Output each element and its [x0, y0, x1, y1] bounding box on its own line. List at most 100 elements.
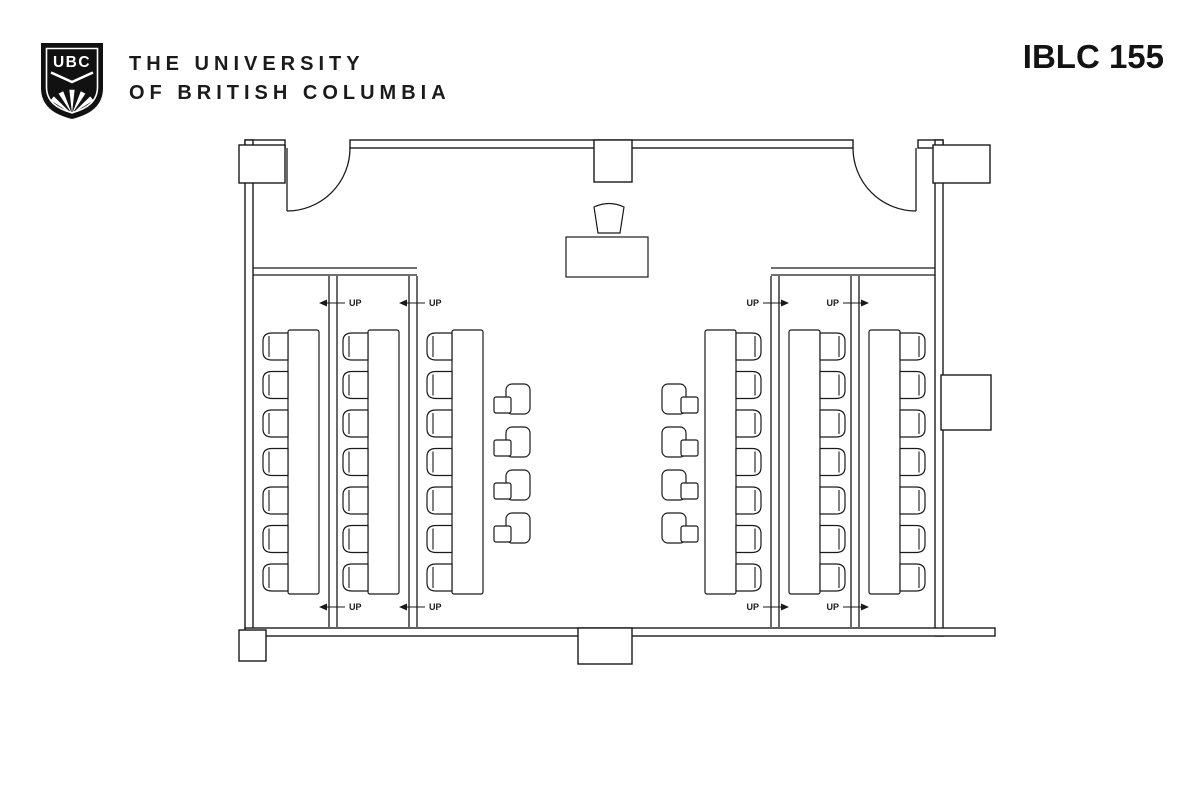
columns	[238, 139, 992, 665]
tablet-chair	[661, 426, 699, 458]
chair	[899, 524, 926, 554]
up-marker: UP	[826, 298, 869, 308]
doors	[286, 147, 917, 212]
chair-seat	[735, 486, 762, 515]
door-right	[852, 147, 917, 212]
chair-seat	[426, 486, 453, 515]
chair-seat	[899, 447, 926, 477]
chair	[262, 332, 289, 361]
chair	[735, 409, 762, 438]
table	[451, 329, 484, 595]
chair-seat	[899, 524, 926, 554]
up-label: UP	[826, 602, 839, 612]
chair-seat	[899, 332, 926, 361]
chair	[819, 563, 846, 592]
chair	[899, 409, 926, 438]
tablet-arm	[680, 482, 699, 500]
chair	[819, 486, 846, 515]
chair-seat	[735, 370, 762, 400]
chair-seat	[426, 524, 453, 554]
chair-seat	[426, 370, 453, 400]
up-arrow-head	[781, 603, 789, 611]
column-bottom-left	[238, 629, 267, 662]
chair-seat	[819, 563, 846, 592]
tablet-arm	[493, 525, 512, 543]
chair	[899, 563, 926, 592]
room-label: IBLC 155	[1022, 38, 1164, 75]
tablet-arm	[493, 439, 512, 457]
chair-seat	[342, 486, 369, 515]
table	[704, 329, 737, 595]
chair-seat	[426, 332, 453, 361]
ubc-chevron	[50, 71, 94, 84]
up-arrow-head	[399, 603, 407, 611]
up-arrow-head	[399, 299, 407, 307]
up-label: UP	[746, 602, 759, 612]
chair	[262, 563, 289, 592]
chair	[899, 447, 926, 477]
tablet-arm	[680, 396, 699, 414]
chair	[262, 486, 289, 515]
chair	[426, 563, 453, 592]
chair-seat	[819, 486, 846, 515]
chair-seat	[342, 332, 369, 361]
up-label: UP	[429, 602, 442, 612]
chair	[426, 447, 453, 477]
door-left-swing-arc	[286, 147, 351, 212]
tablet-chair	[661, 512, 699, 544]
column-right-pillar	[940, 374, 992, 431]
chair-seat	[819, 447, 846, 477]
tablet-chair	[493, 512, 531, 544]
tablet-arm	[493, 482, 512, 500]
chair	[735, 447, 762, 477]
tablet-arm	[493, 396, 512, 414]
up-arrow-head	[861, 603, 869, 611]
chair	[735, 332, 762, 361]
podium-lectern	[593, 202, 625, 234]
ubc-logo: UBC	[41, 43, 103, 119]
up-arrow-head	[781, 299, 789, 307]
university-name-line2: OF BRITISH COLUMBIA	[129, 82, 451, 104]
up-label: UP	[349, 298, 362, 308]
up-marker: UP	[319, 298, 362, 308]
chair-seat	[735, 447, 762, 477]
chair	[342, 370, 369, 400]
chair	[342, 447, 369, 477]
up-label: UP	[429, 298, 442, 308]
up-marker: UP	[746, 602, 789, 612]
wall-left	[244, 139, 254, 637]
table	[287, 329, 320, 595]
chair-seat	[262, 409, 289, 438]
chair-seat	[342, 409, 369, 438]
up-label: UP	[349, 602, 362, 612]
chair-seat	[735, 409, 762, 438]
chair	[899, 332, 926, 361]
ubc-rays-icon	[50, 89, 94, 114]
chair	[342, 332, 369, 361]
chair	[426, 370, 453, 400]
chair	[262, 409, 289, 438]
table	[367, 329, 400, 595]
chair-seat	[262, 524, 289, 554]
ubc-logo-text: UBC	[53, 54, 91, 71]
university-name: THE UNIVERSITY OF BRITISH COLUMBIA	[129, 50, 451, 108]
chair-seat	[735, 332, 762, 361]
table	[788, 329, 821, 595]
chair-seat	[262, 447, 289, 477]
chair	[426, 409, 453, 438]
tablet-chair	[661, 469, 699, 501]
chair	[426, 486, 453, 515]
up-arrow-head	[319, 299, 327, 307]
up-marker: UP	[319, 602, 362, 612]
chair	[899, 370, 926, 400]
chair-seat	[899, 409, 926, 438]
chair-seat	[426, 447, 453, 477]
table	[868, 329, 901, 595]
chair	[342, 409, 369, 438]
chair	[819, 332, 846, 361]
chair	[735, 524, 762, 554]
